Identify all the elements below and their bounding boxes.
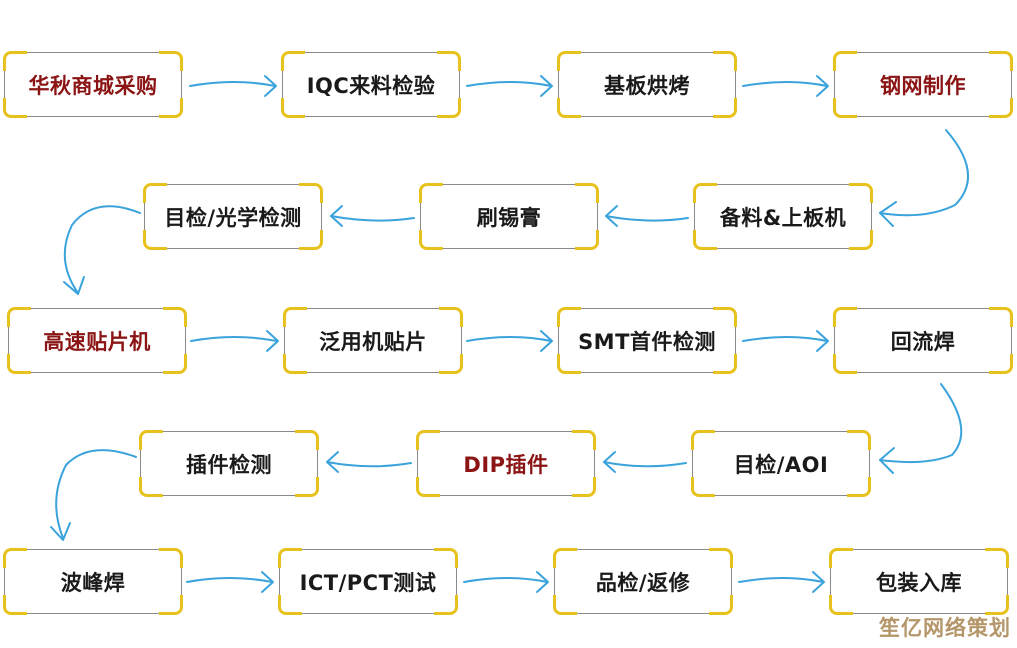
arrow-13-14 — [326, 451, 412, 473]
arrow-15-16 — [186, 571, 274, 593]
arrow-9-10 — [466, 330, 553, 352]
arrow-8-9 — [190, 330, 279, 352]
step-label: ICT/PCT测试 — [299, 570, 437, 595]
step-label: 波峰焊 — [60, 570, 126, 595]
step-label: 备料&上板机 — [719, 205, 847, 230]
step-label: 品检/返修 — [595, 570, 691, 595]
step-box-6: 刷锡膏 — [419, 183, 599, 250]
step-label: 刷锡膏 — [476, 205, 542, 230]
step-box-17: 品检/返修 — [553, 548, 733, 615]
arrow-6-7 — [330, 205, 415, 227]
step-label: IQC来料检验 — [306, 73, 436, 98]
step-label: 高速贴片机 — [43, 329, 151, 354]
arrow-3-4 — [742, 75, 829, 97]
watermark: 笙亿网络策划 — [879, 616, 1011, 640]
arrow-17-18 — [738, 571, 825, 593]
step-label: DIP插件 — [463, 452, 549, 477]
step-label: 泛用机贴片 — [319, 329, 427, 354]
arrow-10-11 — [742, 330, 829, 352]
arrow-1-2 — [189, 75, 277, 97]
arrow-2-3 — [466, 75, 553, 97]
arrow-14-15 — [50, 449, 137, 541]
step-box-12: 目检/AOI — [691, 430, 871, 497]
arrow-16-17 — [463, 571, 549, 593]
step-box-8: 高速贴片机 — [7, 307, 187, 374]
step-box-15: 波峰焊 — [3, 548, 183, 615]
step-label: 华秋商城采购 — [28, 73, 158, 98]
step-box-13: DIP插件 — [416, 430, 596, 497]
step-label: 钢网制作 — [880, 73, 966, 98]
step-box-5: 备料&上板机 — [693, 183, 873, 250]
step-box-18: 包装入库 — [829, 548, 1009, 615]
step-label: 包装入库 — [876, 570, 962, 595]
arrow-11-12 — [879, 383, 963, 474]
step-box-2: IQC来料检验 — [281, 51, 461, 118]
step-label: 目检/AOI — [733, 452, 829, 477]
step-label: SMT首件检测 — [578, 329, 716, 354]
step-box-9: 泛用机贴片 — [283, 307, 463, 374]
arrow-4-5 — [879, 129, 969, 227]
step-box-4: 钢网制作 — [833, 51, 1013, 118]
step-box-3: 基板烘烤 — [557, 51, 737, 118]
step-box-14: 插件检测 — [139, 430, 319, 497]
step-label: 插件检测 — [186, 452, 272, 477]
arrow-7-8 — [63, 205, 141, 295]
step-label: 回流焊 — [890, 329, 956, 354]
step-box-16: ICT/PCT测试 — [278, 548, 458, 615]
step-box-7: 目检/光学检测 — [143, 183, 323, 250]
step-box-1: 华秋商城采购 — [3, 51, 183, 118]
step-box-10: SMT首件检测 — [557, 307, 737, 374]
step-label: 目检/光学检测 — [164, 205, 302, 230]
step-label: 基板烘烤 — [604, 73, 690, 98]
arrow-12-13 — [603, 451, 687, 473]
step-box-11: 回流焊 — [833, 307, 1013, 374]
arrow-5-6 — [605, 205, 689, 227]
